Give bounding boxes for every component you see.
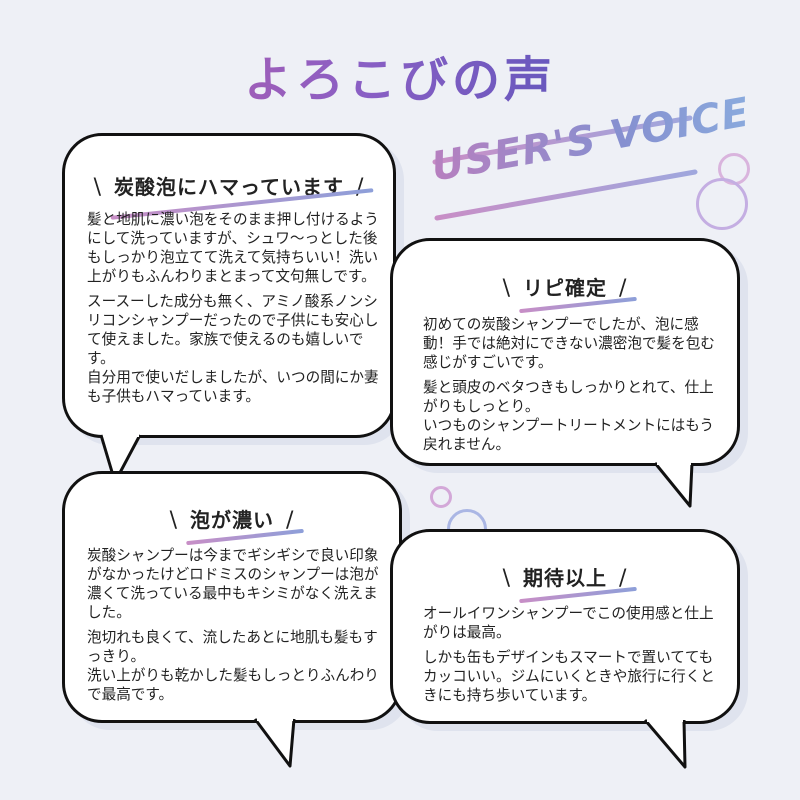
review-body: 炭酸シャンプーは今までギシギシで良い印象がなかったけどロドミスのシャンプーは泡が… [87,547,379,703]
speech-tail [643,717,687,769]
page-title: よろこびの声 [0,40,800,110]
review-title: 炭酸泡にハマっています [114,171,344,200]
review-bubble-3: \泡が濃い/ 炭酸シャンプーは今までギシギシで良い印象がなかったけどロドミスのシ… [62,471,402,723]
bubble-circle-icon [430,486,452,508]
bubble-circle-icon [696,178,748,230]
review-bubble-2: \リピ確定/ 初めての炭酸シャンプーでしたが、泡に感動！手では絶対にできない濃密… [390,238,740,466]
review-bubble-1: \炭酸泡にハマっています/ 髪と地肌に濃い泡をそのまま押し付けるようにして洗って… [62,133,396,438]
review-body: オールイワンシャンプーでこの使用感と仕上がりは最高。 しかも缶もデザインもスマー… [423,605,715,704]
review-bubble-4: \期待以上/ オールイワンシャンプーでこの使用感と仕上がりは最高。 しかも缶もデ… [390,529,740,724]
speech-tail [653,460,694,508]
review-title: 期待以上 [523,562,607,591]
speech-tail [253,716,296,768]
voice-stripes-decoration [432,115,698,221]
review-title: リピ確定 [523,272,607,301]
review-body: 髪と地肌に濃い泡をそのまま押し付けるようにして洗っていますが、シュワ〜っとした後… [87,211,379,405]
review-title: 泡が濃い [190,504,274,533]
review-body: 初めての炭酸シャンプーでしたが、泡に感動！手では絶対にできない濃密泡で髪を包む感… [423,316,715,453]
